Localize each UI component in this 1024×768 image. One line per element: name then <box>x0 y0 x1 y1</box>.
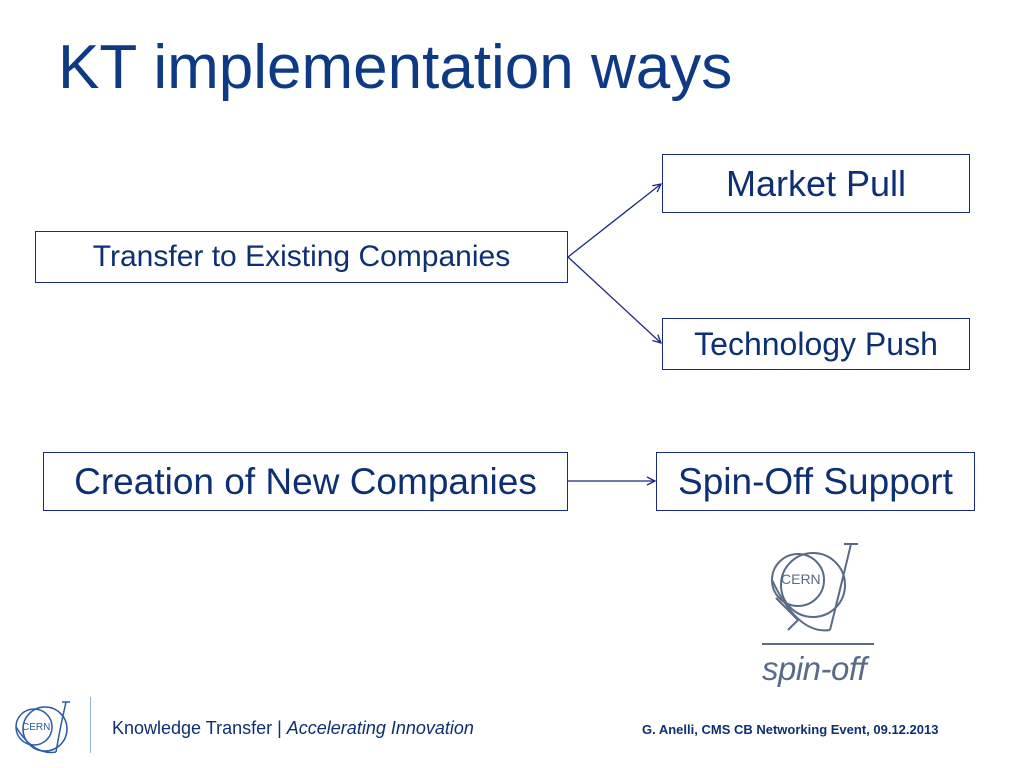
spin-off-support-box: Spin-Off Support <box>656 452 975 511</box>
footer-divider <box>90 697 91 753</box>
footer-tagline: Knowledge Transfer | Accelerating Innova… <box>112 718 474 739</box>
footer-tagline-italic: Accelerating Innovation <box>286 718 474 738</box>
cern-spinoff-logo-icon: CERN <box>762 543 874 645</box>
transfer-to-existing-companies-box: Transfer to Existing Companies <box>35 231 568 283</box>
market-pull-box: Market Pull <box>662 154 970 213</box>
technology-push-box: Technology Push <box>662 318 970 370</box>
cern-logo-icon: CERN <box>15 701 70 754</box>
spin-off-caption: spin-off <box>762 650 867 687</box>
slide-title: KT implementation ways <box>58 33 733 102</box>
footer-author-event: G. Anelli, CMS CB Networking Event, 09.1… <box>642 722 939 737</box>
creation-of-new-companies-box: Creation of New Companies <box>43 452 568 511</box>
arrow-transfer-to-market-pull <box>567 184 661 258</box>
arrow-transfer-to-technology-push <box>567 256 661 343</box>
footer-logo-cern-text: CERN <box>22 722 50 733</box>
footer-tagline-regular: Knowledge Transfer | <box>112 718 287 738</box>
spinoff-logo-cern-text: CERN <box>781 571 821 587</box>
